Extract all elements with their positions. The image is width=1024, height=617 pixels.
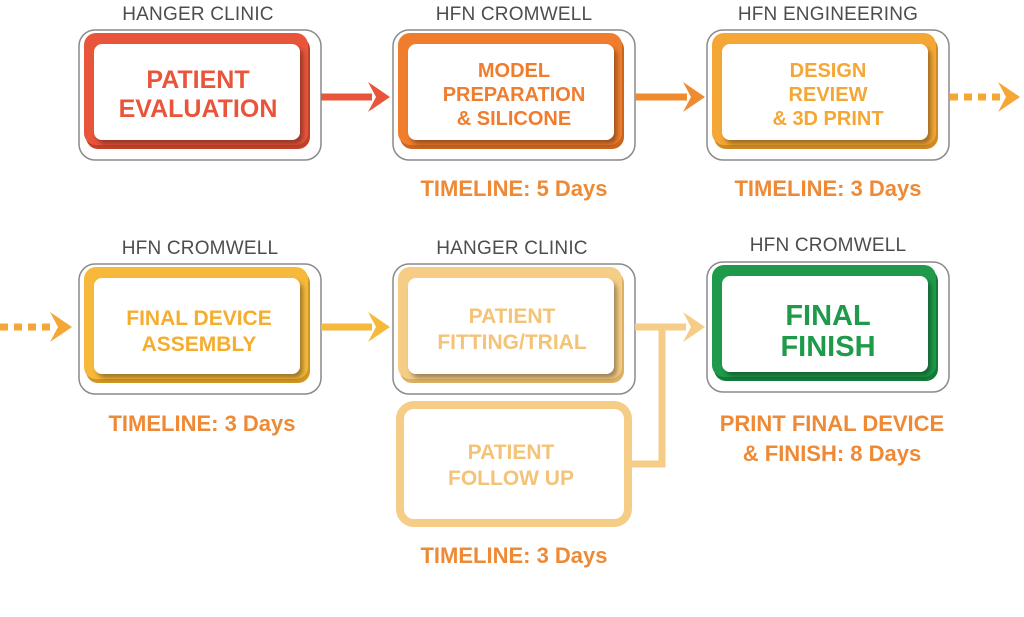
step-title-line3: & SILICONE <box>457 108 571 130</box>
step-title-line1: FINAL DEVICE <box>126 307 271 330</box>
step-title-line2: PREPARATION <box>443 84 586 106</box>
arrow-right <box>321 312 390 342</box>
step-title-line1: PATIENT <box>146 66 249 94</box>
step-card <box>94 278 300 374</box>
timeline-label: TIMELINE: 3 Days <box>108 411 295 436</box>
step-title-line1: MODEL <box>478 60 550 82</box>
step-card <box>408 44 614 140</box>
step-card <box>94 44 300 140</box>
timeline-label-line1: PRINT FINAL DEVICE <box>720 411 945 436</box>
step-title-line2: FOLLOW UP <box>448 467 574 490</box>
org-label: HANGER CLINIC <box>122 4 273 25</box>
step-title-line2: ASSEMBLY <box>142 333 257 356</box>
step-design-review: HFN ENGINEERING DESIGN REVIEW & 3D PRINT… <box>706 4 950 201</box>
org-label: HFN ENGINEERING <box>738 4 918 25</box>
step-title-line2: EVALUATION <box>119 95 278 123</box>
step-patient-follow-up: PATIENT FOLLOW UP TIMELINE: 3 Days <box>396 401 632 568</box>
org-label: HFN CROMWELL <box>436 4 593 25</box>
step-final-device-assembly: HFN CROMWELL FINAL DEVICE ASSEMBLY TIMEL… <box>78 238 322 436</box>
step-title-line1: DESIGN <box>790 60 867 82</box>
step-card <box>408 278 614 374</box>
connector-fitting-followup <box>628 312 705 468</box>
timeline-label: TIMELINE: 5 Days <box>420 176 607 201</box>
step-title-line2: FITTING/TRIAL <box>437 331 586 354</box>
arrow-right <box>321 82 390 112</box>
step-title-line2: REVIEW <box>789 84 868 106</box>
timeline-label: TIMELINE: 3 Days <box>420 543 607 568</box>
dotted-arrow-continue <box>950 82 1020 112</box>
step-card <box>722 44 928 140</box>
step-patient-fitting: HANGER CLINIC PATIENT FITTING/TRIAL <box>392 238 636 395</box>
org-label: HFN CROMWELL <box>122 238 279 259</box>
step-title-line1: PATIENT <box>468 441 555 464</box>
step-title-line3: & 3D PRINT <box>772 108 883 130</box>
org-label: HFN CROMWELL <box>750 235 907 256</box>
dotted-arrow-continue <box>0 312 72 342</box>
timeline-label-line2: & FINISH: 8 Days <box>743 441 922 466</box>
step-title-line1: PATIENT <box>469 305 556 328</box>
step-title-line1: FINAL <box>785 300 870 332</box>
step-border <box>396 401 632 527</box>
org-label: HANGER CLINIC <box>436 238 587 259</box>
step-final-finish: HFN CROMWELL FINAL FINISH PRINT FINAL DE… <box>706 235 950 466</box>
timeline-label: TIMELINE: 3 Days <box>734 176 921 201</box>
step-model-preparation: HFN CROMWELL MODEL PREPARATION & SILICON… <box>392 4 636 201</box>
step-title-line2: FINISH <box>780 331 875 363</box>
step-card <box>722 276 928 372</box>
arrow-right <box>635 82 705 112</box>
step-patient-evaluation: HANGER CLINIC PATIENT EVALUATION <box>78 4 322 161</box>
